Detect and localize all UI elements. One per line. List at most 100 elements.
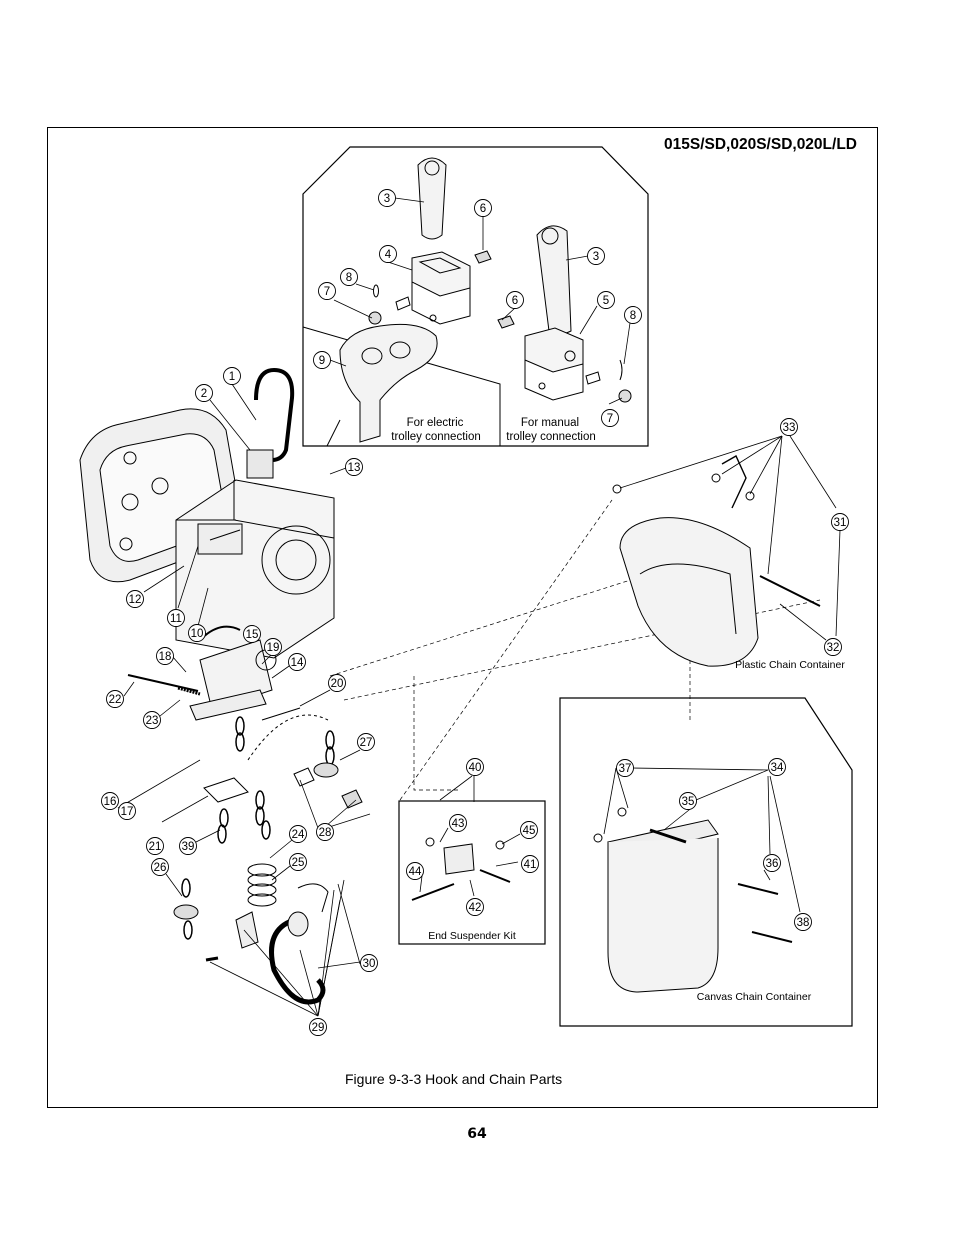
callout-number: 22 xyxy=(109,694,122,706)
callout-number: 26 xyxy=(154,862,167,874)
diagram-labels: For electric trolley connection For manu… xyxy=(391,417,845,1003)
callout-circle xyxy=(288,653,306,671)
callout-number: 34 xyxy=(771,762,784,774)
callout-circle xyxy=(316,823,334,841)
callout-circle xyxy=(313,351,331,369)
callout-number: 20 xyxy=(331,678,344,690)
trolley-inset-box xyxy=(302,146,649,447)
callout-circle xyxy=(520,821,538,839)
callout-number: 42 xyxy=(469,902,482,914)
callout-circle xyxy=(106,690,124,708)
suspender-kit-box xyxy=(398,800,546,945)
callout-number: 24 xyxy=(292,829,305,841)
callout-number: 4 xyxy=(385,249,392,261)
callout-circle xyxy=(587,247,605,265)
model-title: 015S/SD,020S/SD,020L/LD xyxy=(664,136,857,153)
diagram-drawing xyxy=(79,146,853,1027)
manual-label-line1: For manual xyxy=(521,417,579,429)
callout-circle xyxy=(318,282,336,300)
callout-circle xyxy=(679,792,697,810)
callout-number: 45 xyxy=(523,825,536,837)
callout-circle xyxy=(624,306,642,324)
callout-circle xyxy=(824,638,842,656)
callout-number: 9 xyxy=(319,355,325,367)
manual-label-line2: trolley connection xyxy=(506,431,596,443)
callout-circle xyxy=(167,609,185,627)
callout-circle xyxy=(179,837,197,855)
callout-circle xyxy=(379,245,397,263)
callout-circle xyxy=(345,458,363,476)
callout-number: 16 xyxy=(104,796,117,808)
electric-label-line2: trolley connection xyxy=(391,431,481,443)
callout-number: 33 xyxy=(783,422,796,434)
callout-circle xyxy=(616,759,634,777)
callout-circle xyxy=(195,384,213,402)
callout-number: 28 xyxy=(319,827,332,839)
callout-number: 31 xyxy=(834,517,847,529)
callout-number: 27 xyxy=(360,737,373,749)
callout-circle xyxy=(146,837,164,855)
callout-number: 12 xyxy=(129,594,142,606)
callout-number: 44 xyxy=(409,866,422,878)
callout-circle xyxy=(506,291,524,309)
callout-number: 10 xyxy=(191,628,204,640)
callout-number: 30 xyxy=(363,958,376,970)
callout-number: 38 xyxy=(797,917,810,929)
callout-number: 14 xyxy=(291,657,304,669)
callout-number: 5 xyxy=(603,295,609,307)
callout-number: 8 xyxy=(346,272,352,284)
callouts: 1233456677889101112131415161718192021222… xyxy=(101,189,849,1036)
callout-circle xyxy=(357,733,375,751)
callout-circle xyxy=(601,409,619,427)
callout-circle xyxy=(309,1018,327,1036)
callout-number: 18 xyxy=(159,651,172,663)
callout-number: 23 xyxy=(146,715,159,727)
callout-circle xyxy=(118,802,136,820)
callout-number: 6 xyxy=(480,203,486,215)
callout-number: 3 xyxy=(384,193,390,205)
callout-number: 41 xyxy=(524,859,537,871)
callout-circle xyxy=(360,954,378,972)
callout-number: 40 xyxy=(469,762,482,774)
canvas-container-label: Canvas Chain Container xyxy=(697,991,812,1003)
callout-number: 39 xyxy=(182,841,195,853)
callout-number: 11 xyxy=(170,613,182,625)
figure-caption: Figure 9-3-3 Hook and Chain Parts xyxy=(345,1071,563,1087)
callout-number: 8 xyxy=(630,310,636,322)
callout-circle xyxy=(474,199,492,217)
callout-circle xyxy=(151,858,169,876)
callout-circle xyxy=(794,913,812,931)
callout-circle xyxy=(156,647,174,665)
callout-circle xyxy=(466,898,484,916)
figure-frame: 015S/SD,020S/SD,020L/LD Figure 9-3-3 Hoo… xyxy=(47,127,878,1108)
callout-number: 32 xyxy=(827,642,840,654)
callout-number: 29 xyxy=(312,1022,325,1034)
callout-number: 35 xyxy=(682,796,695,808)
callout-circle xyxy=(264,638,282,656)
callout-circle xyxy=(378,189,396,207)
plastic-container-label: Plastic Chain Container xyxy=(735,659,845,671)
callout-circle xyxy=(763,854,781,872)
callout-number: 2 xyxy=(201,388,207,400)
callout-number: 19 xyxy=(267,642,280,654)
callout-circle xyxy=(597,291,615,309)
callout-number: 6 xyxy=(512,295,518,307)
callout-number: 13 xyxy=(348,462,361,474)
callout-number: 21 xyxy=(149,841,162,853)
callout-circle xyxy=(101,792,119,810)
callout-number: 3 xyxy=(593,251,599,263)
callout-circle xyxy=(289,853,307,871)
callout-circle xyxy=(406,862,424,880)
callout-circle xyxy=(328,674,346,692)
page-number: 64 xyxy=(467,1126,487,1142)
callout-number: 17 xyxy=(121,806,134,818)
callout-circle xyxy=(449,814,467,832)
callout-number: 36 xyxy=(766,858,779,870)
callout-circle xyxy=(188,624,206,642)
callout-number: 43 xyxy=(452,818,465,830)
suspender-kit-label: End Suspender Kit xyxy=(428,930,516,942)
callout-number: 15 xyxy=(246,629,259,641)
callout-number: 37 xyxy=(619,763,632,775)
canvas-inset-box xyxy=(559,697,853,1027)
callout-circle xyxy=(340,268,358,286)
